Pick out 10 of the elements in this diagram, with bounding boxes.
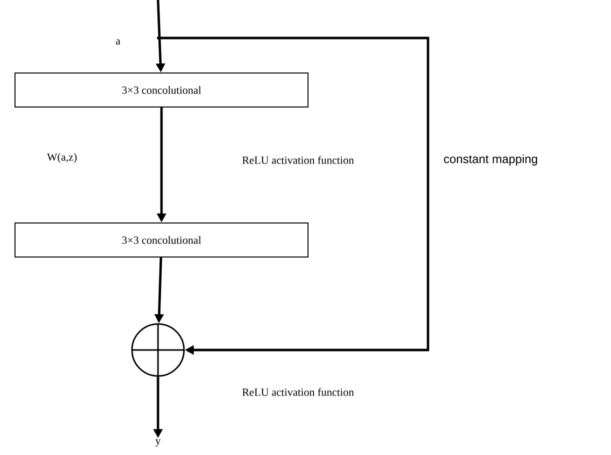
text-label: W(a,z) — [46, 153, 77, 163]
text-label: ReLU activation function — [242, 156, 354, 164]
sum-circle — [131, 323, 185, 377]
edge-label: constant mapping — [444, 154, 538, 166]
arrow — [157, 36, 430, 355]
output-label: y — [155, 439, 161, 447]
layer-box: 3×3 concolutional — [14, 72, 308, 108]
layer-box: 3×3 concolutional — [14, 222, 308, 258]
text-label: a — [116, 39, 120, 45]
text-label: ReLU activation function — [242, 388, 354, 396]
